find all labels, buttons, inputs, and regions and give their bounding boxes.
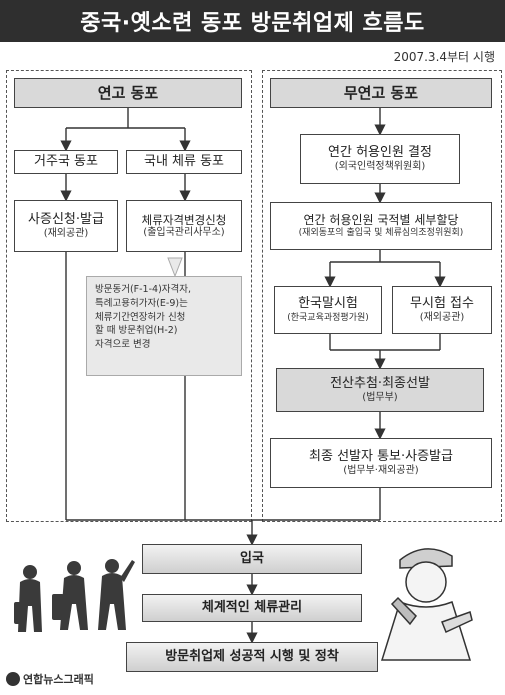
right-header-box: 무연고 동포 bbox=[270, 78, 492, 108]
overseas-compatriot-box: 거주국 동포 bbox=[14, 150, 118, 174]
no-test-sub: (재외공관) bbox=[419, 311, 465, 323]
left-column-frame bbox=[6, 70, 252, 522]
domestic-compatriot-box: 국내 체류 동포 bbox=[126, 150, 242, 174]
entry-box: 입국 bbox=[142, 544, 362, 574]
korean-test-title: 한국말시험 bbox=[298, 296, 358, 312]
left-header-box: 연고 동포 bbox=[14, 78, 242, 108]
entry-label: 입국 bbox=[240, 550, 264, 566]
overseas-compatriot-label: 거주국 동포 bbox=[34, 153, 98, 169]
final-goal-label: 방문취업제 성공적 시행 및 정착 bbox=[165, 648, 339, 664]
status-change-box: 체류자격변경신청 (출입국관리사무소) bbox=[126, 200, 242, 252]
notification-visa-title: 최종 선발자 통보·사증발급 bbox=[309, 448, 453, 464]
visa-application-box: 사증신청·발급 (재외공관) bbox=[14, 200, 118, 252]
visa-application-title: 사증신청·발급 bbox=[28, 211, 104, 227]
visa-application-sub: (재외공관) bbox=[43, 227, 89, 239]
chart-title: 중국·옛소련 동포 방문취업제 흐름도 bbox=[0, 0, 505, 42]
effective-date: 2007.3.4부터 시행 bbox=[393, 50, 495, 64]
traveler-silhouettes bbox=[14, 559, 135, 632]
worker-illustration bbox=[380, 548, 473, 661]
annual-quota-box: 연간 허용인원 결정 (외국인력정책위원회) bbox=[300, 134, 460, 184]
note-line: 체류기간연장허가 신청 bbox=[95, 311, 186, 323]
korean-test-sub: (한국교육과정평가원) bbox=[287, 312, 369, 323]
stay-management-label: 체계적인 체류관리 bbox=[201, 599, 303, 615]
left-header-label: 연고 동포 bbox=[97, 83, 159, 102]
status-change-title: 체류자격변경신청 bbox=[141, 212, 227, 227]
notification-visa-sub: (법무부·재외공관) bbox=[343, 464, 419, 476]
quota-allocation-box: 연간 허용인원 국적별 세부할당 (재외동포의 출입국 및 체류심의조정위원회) bbox=[270, 202, 492, 250]
lottery-selection-sub: (법무부) bbox=[362, 391, 398, 403]
status-change-sub: (출입국관리사무소) bbox=[143, 226, 225, 238]
notification-visa-box: 최종 선발자 통보·사증발급 (법무부·재외공관) bbox=[270, 438, 492, 488]
domestic-compatriot-label: 국내 체류 동포 bbox=[143, 153, 225, 169]
lottery-selection-title: 전산추첨·최종선발 bbox=[330, 375, 430, 391]
status-change-note: 방문동거(F-1-4)자격자, 특례고용허가자(E-9)는 체류기간연장허가 신… bbox=[86, 276, 242, 376]
note-line: 방문동거(F-1-4)자격자, bbox=[95, 284, 192, 295]
annual-quota-title: 연간 허용인원 결정 bbox=[328, 144, 432, 160]
right-header-label: 무연고 동포 bbox=[343, 83, 419, 102]
quota-allocation-title: 연간 허용인원 국적별 세부할당 bbox=[303, 212, 459, 227]
quota-allocation-sub: (재외동포의 출입국 및 체류심의조정위원회) bbox=[298, 227, 464, 238]
note-line: 특례고용허가자(E-9)는 bbox=[95, 297, 188, 309]
lottery-selection-box: 전산추첨·최종선발 (법무부) bbox=[276, 368, 484, 412]
final-goal-box: 방문취업제 성공적 시행 및 정착 bbox=[126, 642, 378, 672]
no-test-title: 무시험 접수 bbox=[410, 295, 474, 311]
credit-logo: 연합뉴스그래픽 bbox=[6, 671, 94, 687]
credit-text: 연합뉴스그래픽 bbox=[23, 673, 94, 686]
stay-management-box: 체계적인 체류관리 bbox=[142, 594, 362, 622]
no-test-box: 무시험 접수 (재외공관) bbox=[392, 286, 492, 334]
korean-test-box: 한국말시험 (한국교육과정평가원) bbox=[274, 286, 382, 334]
note-line: 할 때 방문취업(H-2) bbox=[95, 325, 178, 337]
right-column-frame bbox=[262, 70, 502, 522]
annual-quota-sub: (외국인력정책위원회) bbox=[334, 160, 426, 172]
credit-logo-icon bbox=[6, 672, 20, 686]
note-line: 자격으로 변경 bbox=[95, 339, 151, 351]
